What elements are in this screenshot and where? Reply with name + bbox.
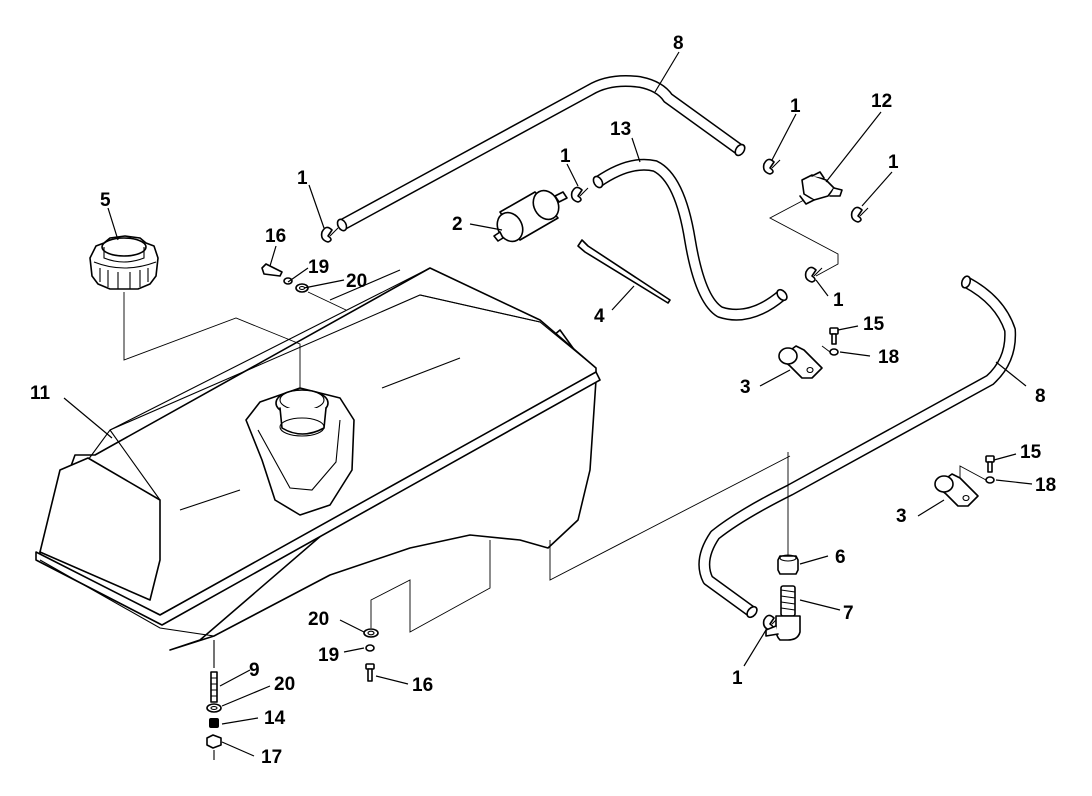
callout-1-filter: 1 <box>560 146 571 167</box>
callout-19-upper: 19 <box>308 257 329 278</box>
callout-8-right: 8 <box>1035 386 1046 407</box>
fuel-valve-assembly <box>549 452 801 641</box>
fuel-cap <box>89 235 159 290</box>
screw-15-upper <box>821 327 839 356</box>
callout-18-upper: 18 <box>878 347 899 368</box>
callout-16-lower: 16 <box>412 675 433 696</box>
clamp-1a <box>320 226 339 243</box>
callout-labels: 8 8 1 1 1 1 1 1 12 13 2 4 5 11 16 19 20 … <box>30 33 1056 768</box>
callout-8-top: 8 <box>673 33 684 54</box>
callout-4: 4 <box>594 306 605 327</box>
callout-leaders <box>63 51 1033 757</box>
callout-14: 14 <box>264 708 286 729</box>
callout-1-far-right: 1 <box>888 152 899 173</box>
hose-bracket-lower <box>934 473 979 507</box>
callout-15-lower: 15 <box>1020 442 1042 463</box>
fuel-filter <box>493 189 568 243</box>
callout-12: 12 <box>871 91 892 112</box>
fuel-tank <box>35 267 601 651</box>
callout-7: 7 <box>843 603 854 624</box>
tee-leader <box>769 199 839 277</box>
callout-9: 9 <box>249 660 260 681</box>
callout-20-lower: 20 <box>308 609 329 630</box>
callout-3-upper: 3 <box>740 377 751 398</box>
fuel-line-lower <box>698 275 1017 619</box>
callout-3-lower: 3 <box>896 506 907 527</box>
callout-19-lower: 19 <box>318 645 339 666</box>
clamp-1e <box>804 266 823 283</box>
screw-16-lower <box>363 540 491 682</box>
callout-15-upper: 15 <box>863 314 885 335</box>
fuel-line-upper <box>336 75 746 232</box>
callout-2: 2 <box>452 214 463 235</box>
callout-1-tee-lower: 1 <box>833 290 844 311</box>
clamp-1c <box>762 158 781 175</box>
cap-to-tank-leader <box>123 292 301 388</box>
callout-1-bottom: 1 <box>732 668 743 689</box>
callout-6: 6 <box>835 547 846 568</box>
callout-1-upper-right: 1 <box>790 96 801 117</box>
callout-5: 5 <box>100 190 111 211</box>
fuel-line-filter-hose <box>592 158 788 321</box>
cable-tie <box>577 239 671 304</box>
screw-16-upper <box>261 263 347 311</box>
clamp-1d <box>850 206 869 223</box>
callout-20-upper: 20 <box>346 271 367 292</box>
clamp-1b <box>570 186 589 203</box>
hose-clamps <box>320 158 869 631</box>
callout-11: 11 <box>30 383 51 404</box>
mounting-stud-stack <box>206 640 222 760</box>
screw-15-lower <box>959 455 995 484</box>
callout-18-lower: 18 <box>1035 475 1056 496</box>
tee-fitting <box>799 171 843 205</box>
callout-20-stud: 20 <box>274 674 295 695</box>
callout-17: 17 <box>261 747 282 768</box>
callout-13: 13 <box>610 119 631 140</box>
callout-16-upper: 16 <box>265 226 286 247</box>
hose-bracket-upper <box>778 345 823 379</box>
callout-1-left: 1 <box>297 168 308 189</box>
